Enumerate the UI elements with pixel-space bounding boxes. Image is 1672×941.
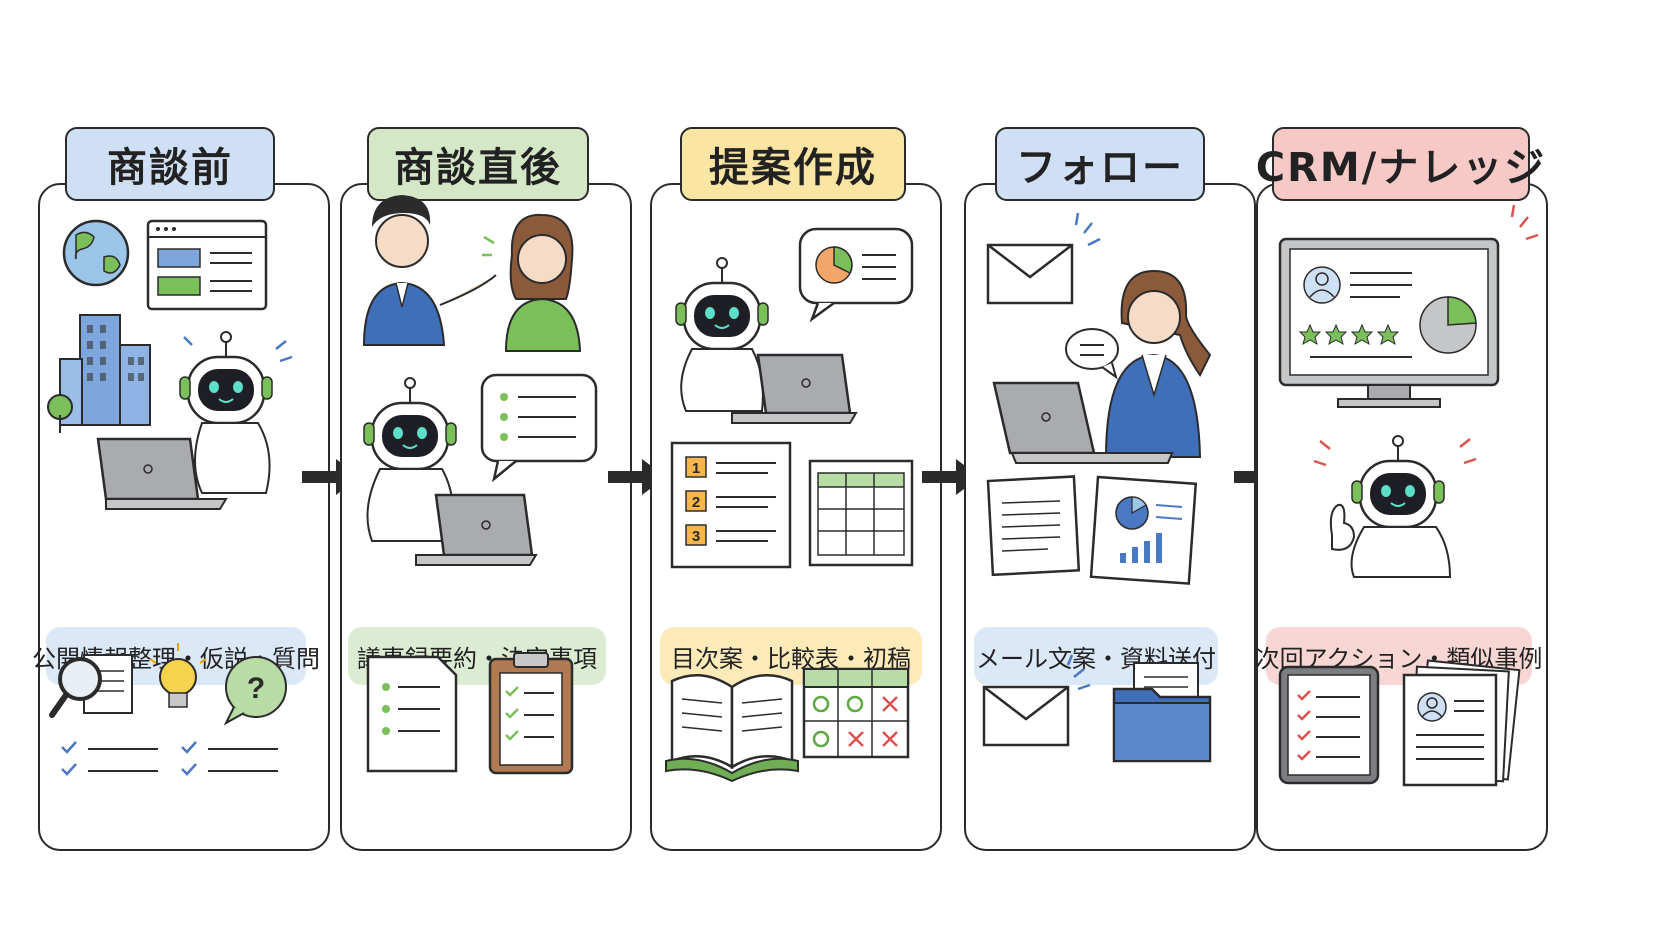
list-number-2: 2: [692, 494, 700, 511]
clipboard-checklist-icon: [488, 652, 574, 775]
tablet-checklist-icon: [1278, 665, 1380, 785]
checklist-icon: [61, 741, 278, 776]
stage-title-5: CRM/ナレッジ: [1256, 127, 1544, 201]
pie-chart-bubble-icon: [798, 227, 914, 323]
spreadsheet-icon: [808, 459, 914, 567]
stage-4-illustrations: [982, 212, 1212, 763]
businesswoman-icon: [482, 213, 582, 352]
laptop-icon: [992, 381, 1174, 464]
open-book-icon: [665, 674, 799, 783]
question-bubble-icon: [223, 656, 287, 726]
laptop-icon: [415, 493, 538, 566]
profile-documents-icon: [1402, 659, 1521, 787]
businessman-icon: [362, 195, 497, 346]
list-number-3: 3: [692, 528, 700, 545]
comparison-table-icon: [802, 667, 910, 759]
globe-icon: [62, 219, 130, 287]
stage-2-illustrations: [362, 195, 598, 775]
stage-title-1: 商談前: [65, 127, 275, 201]
laptop-icon: [731, 353, 858, 424]
lightbulb-icon: [149, 643, 207, 708]
magnifier-document-icon: [49, 654, 133, 718]
stage-1-illustrations: ?: [47, 219, 293, 776]
list-number-1: 1: [692, 460, 700, 477]
crm-monitor-icon: [1278, 204, 1539, 408]
robot-icon: [179, 331, 293, 494]
robot-icon: [675, 257, 769, 412]
stage-title-4: フォロー: [995, 127, 1205, 201]
speech-bubble-icon: [1065, 328, 1119, 380]
laptop-icon: [96, 437, 228, 510]
businesswoman-icon: [1104, 269, 1212, 458]
stage-title-2: 商談直後: [367, 127, 589, 201]
stage-3-illustrations: 1 2 3: [665, 227, 914, 783]
browser-window-icon: [146, 219, 268, 311]
building-icon: [47, 314, 151, 433]
numbered-list-document-icon: 1 2 3: [670, 441, 792, 569]
document-list-icon: [366, 655, 458, 773]
question-mark-label: ?: [247, 672, 265, 705]
envelope-send-icon: [982, 654, 1091, 747]
document-icon: [986, 475, 1081, 577]
report-chart-icon: [1089, 475, 1198, 585]
robot-icon: [363, 377, 457, 542]
folder-icon: [1112, 662, 1212, 763]
stage-5-illustrations: [1278, 204, 1539, 787]
stage-title-3: 提案作成: [680, 127, 906, 201]
envelope-icon: [986, 212, 1101, 305]
speech-bubble-list-icon: [480, 373, 598, 483]
robot-icon: [1313, 435, 1477, 578]
